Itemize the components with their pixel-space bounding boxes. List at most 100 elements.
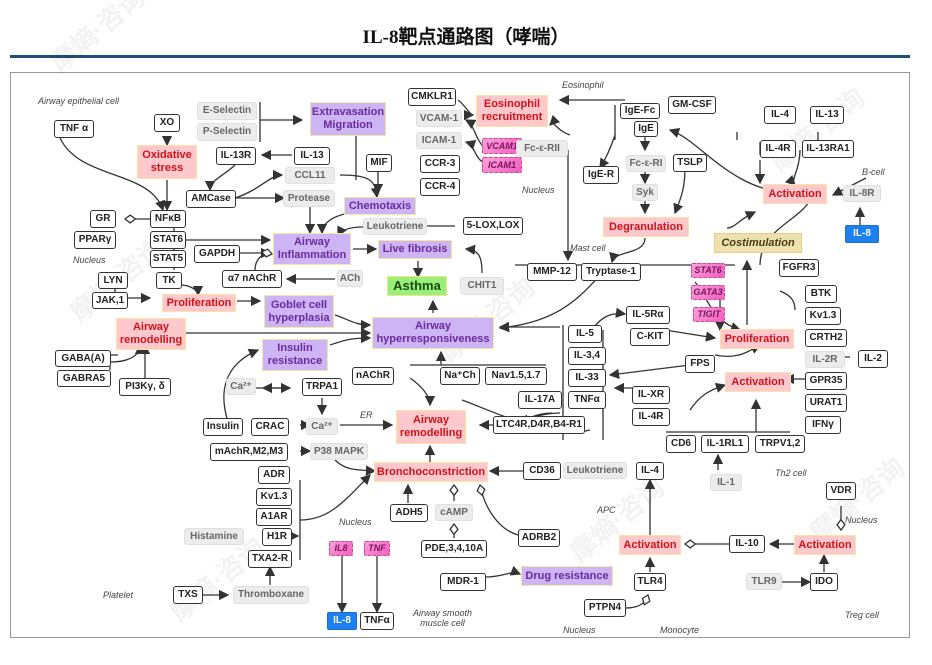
node-histamine[interactable]: Histamine (184, 528, 244, 545)
node-tryptase1[interactable]: Tryptase-1 (581, 263, 641, 281)
node-fc-e-rii[interactable]: Fc-ε-RII (516, 140, 568, 157)
node-kv13[interactable]: Kv1.3 (805, 307, 841, 325)
node-ido[interactable]: IDO (810, 573, 838, 591)
node-txa2r[interactable]: TXA2-R (248, 550, 292, 568)
node-a1ar[interactable]: A1AR (256, 508, 292, 526)
node-tnfa-bottom[interactable]: TNFα (360, 612, 394, 630)
node-icam1[interactable]: ICAM-1 (416, 132, 462, 149)
node-ccl11[interactable]: CCL11 (285, 167, 335, 184)
gene-il8[interactable]: IL8 (329, 541, 353, 556)
node-il10[interactable]: IL-10 (729, 535, 765, 553)
node-il5[interactable]: IL-5 (568, 325, 602, 343)
node-adh5[interactable]: ADH5 (390, 504, 428, 522)
node-costimulation[interactable]: Costimulation (714, 233, 802, 253)
node-fc-e-ri[interactable]: Fc-ε-RI (626, 155, 666, 172)
node-stat5[interactable]: STAT5 (150, 250, 186, 268)
node-gaba-a[interactable]: GABA(A) (55, 350, 111, 367)
node-il13[interactable]: IL-13 (294, 147, 330, 165)
node-ppargamma[interactable]: PPARγ (74, 231, 116, 249)
node-btk[interactable]: BTK (805, 285, 837, 303)
node-tlr4[interactable]: TLR4 (634, 573, 666, 591)
node-txs[interactable]: TXS (173, 586, 203, 604)
node-vdr[interactable]: VDR (826, 482, 856, 500)
node-crac[interactable]: CRAC (251, 418, 289, 436)
node-airway-hyperresponsiveness[interactable]: Airway hyperresponsiveness (372, 317, 494, 349)
node-insulin-resistance[interactable]: Insulin resistance (262, 339, 328, 371)
node-nav[interactable]: Nav1.5,1.7 (485, 367, 547, 385)
node-il1rl1[interactable]: IL-1RL1 (701, 435, 749, 453)
node-airway-remodelling-2[interactable]: Airway remodelling (396, 410, 466, 444)
node-ige[interactable]: IgE (634, 121, 658, 137)
node-il13ra1[interactable]: IL-13RA1 (802, 140, 854, 158)
node-activation-monocyte[interactable]: Activation (619, 535, 681, 555)
node-ptpn4[interactable]: PTPN4 (584, 599, 626, 617)
node-il2[interactable]: IL-2 (858, 350, 888, 368)
node-gm-csf[interactable]: GM-CSF (668, 96, 716, 114)
node-h1r[interactable]: H1R (262, 528, 292, 546)
node-il34[interactable]: IL-3,4 (568, 347, 606, 365)
node-na-channel[interactable]: Na⁺Ch (440, 367, 480, 385)
node-amcase[interactable]: AMCase (186, 190, 236, 208)
node-vcam1[interactable]: VCAM-1 (416, 110, 462, 127)
node-il-xr[interactable]: IL-XR (632, 386, 670, 404)
node-chit1[interactable]: CHIT1 (460, 277, 504, 295)
node-mif[interactable]: MIF (366, 154, 392, 172)
node-il4-apc[interactable]: IL-4 (636, 462, 664, 480)
node-tnf-alpha[interactable]: TNF α (54, 120, 94, 138)
node-cmklr1[interactable]: CMKLR1 (408, 88, 456, 106)
node-cd36[interactable]: CD36 (523, 462, 561, 480)
node-stat6[interactable]: STAT6 (150, 231, 186, 249)
node-ige-r[interactable]: IgE-R (583, 166, 619, 184)
node-cd6[interactable]: CD6 (666, 435, 696, 453)
gene-stat6[interactable]: STAT6 (691, 263, 725, 278)
node-5lox-lox[interactable]: 5-LOX,LOX (463, 217, 523, 235)
node-il4r[interactable]: IL-4R (760, 140, 796, 158)
node-tlr9[interactable]: TLR9 (746, 573, 782, 590)
node-gpr35[interactable]: GPR35 (805, 372, 847, 390)
node-lyn[interactable]: LYN (98, 272, 128, 289)
node-degranulation[interactable]: Degranulation (603, 217, 689, 237)
node-xo[interactable]: XO (154, 114, 180, 132)
node-activation-th2[interactable]: Activation (725, 372, 791, 392)
node-eosinophil-recruitment[interactable]: Eosinophil recruitment (476, 95, 548, 127)
node-airway-inflammation[interactable]: Airway Inflammation (273, 233, 351, 265)
node-leukotriene[interactable]: Leukotriene (363, 218, 427, 235)
node-mdr1[interactable]: MDR-1 (440, 573, 486, 591)
node-machr[interactable]: mAchR,M2,M3 (210, 443, 288, 461)
node-il5ra[interactable]: IL-5Rα (626, 306, 670, 324)
node-ccr4[interactable]: CCR-4 (420, 178, 460, 196)
node-fps[interactable]: FPS (685, 355, 715, 373)
node-insulin[interactable]: Insulin (203, 418, 243, 436)
node-thromboxane[interactable]: Thromboxane (233, 586, 309, 604)
node-tk[interactable]: TK (156, 272, 182, 289)
node-il13[interactable]: IL-13 (810, 106, 844, 124)
node-ifng[interactable]: IFNγ (805, 416, 841, 434)
node-ca2-b[interactable]: Ca²⁺ (306, 418, 338, 435)
node-ltc4r[interactable]: LTC4R,D4R,B4-R1 (493, 416, 585, 434)
node-gr[interactable]: GR (90, 210, 116, 228)
node-ige-fc[interactable]: IgE-Fc (620, 103, 660, 119)
node-protease[interactable]: Protease (283, 190, 335, 207)
node-crth2[interactable]: CRTH2 (805, 329, 847, 347)
node-il8r[interactable]: IL-8R (843, 185, 881, 202)
node-trpv12[interactable]: TRPV1,2 (755, 435, 805, 453)
node-ca2-a[interactable]: Ca²⁺ (226, 378, 256, 395)
node-activation-bcell[interactable]: Activation (763, 184, 827, 204)
node-il8-target[interactable]: IL-8 (845, 225, 879, 243)
node-il1[interactable]: IL-1 (710, 474, 742, 491)
node-tslp[interactable]: TSLP (673, 154, 707, 172)
node-gapdh[interactable]: GAPDH (194, 245, 240, 263)
node-pde[interactable]: PDE,3,4,10A (421, 540, 487, 558)
node-il33[interactable]: IL-33 (568, 369, 606, 387)
node-leukotriene-2[interactable]: Leukotriene (563, 462, 627, 479)
node-live-fibrosis[interactable]: Live fibrosis (378, 240, 452, 259)
gene-icam1[interactable]: ICAM1 (482, 157, 522, 173)
node-kv13-platelet[interactable]: Kv1.3 (256, 488, 292, 506)
node-il8-smooth-muscle[interactable]: IL-8 (327, 612, 357, 630)
node-activation-treg[interactable]: Activation (794, 535, 856, 555)
node-syk[interactable]: Syk (632, 184, 658, 201)
node-chemotaxis[interactable]: Chemotaxis (344, 197, 416, 215)
node-ach[interactable]: ACh (337, 270, 363, 287)
node-il13r[interactable]: IL-13R (216, 147, 256, 165)
node-camp[interactable]: cAMP (435, 504, 473, 521)
